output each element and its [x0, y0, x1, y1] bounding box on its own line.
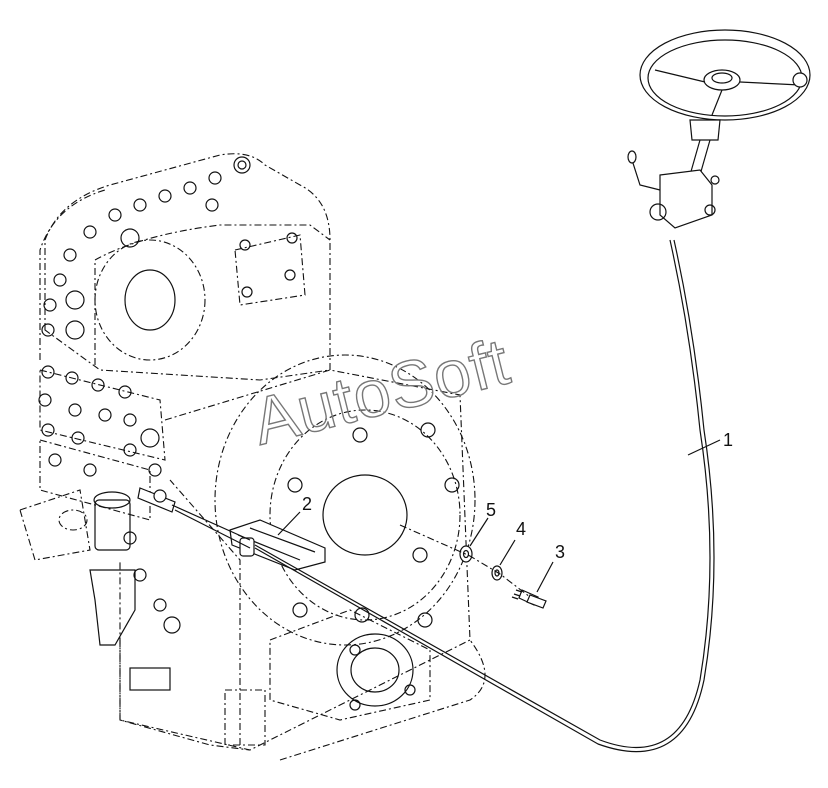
bolt: [511, 589, 547, 609]
steering-control-assembly: [627, 29, 811, 229]
callout-2: 2: [302, 494, 312, 514]
lock-washer: [491, 565, 503, 581]
flat-washer: [459, 545, 473, 563]
callout-1: 1: [723, 430, 733, 450]
callout-3: 3: [555, 542, 565, 562]
cable-end-fitting: [137, 487, 251, 549]
control-cable: [254, 239, 715, 753]
callout-4: 4: [516, 519, 526, 539]
transmission-housing: [19, 153, 486, 761]
callout-5: 5: [486, 500, 496, 520]
leader-lines: [277, 439, 721, 593]
watermark-text: AutoSoft: [245, 324, 516, 459]
